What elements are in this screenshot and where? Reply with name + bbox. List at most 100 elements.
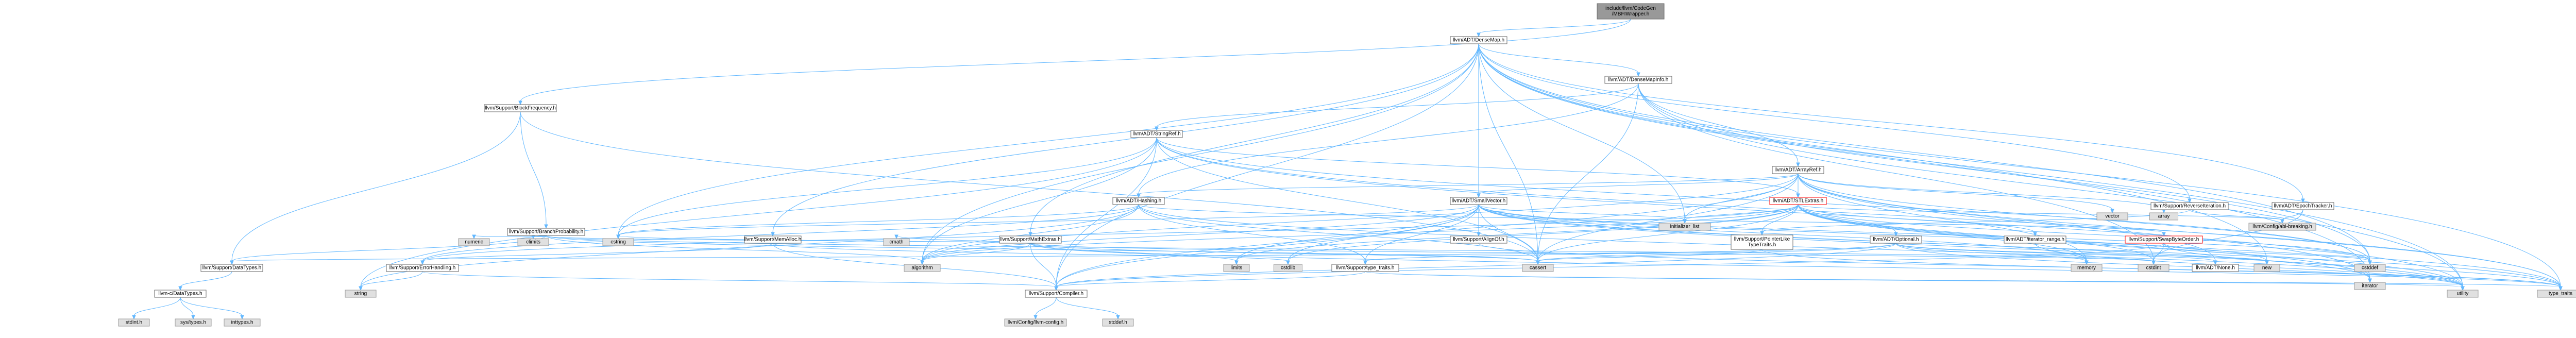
edge-arrowhead — [1760, 231, 1764, 236]
node-label: llvm/Support/SwapByteOrder.h — [2129, 237, 2199, 243]
node-cstring[interactable]: cstring — [602, 238, 634, 246]
node-stdint[interactable]: stdint.h — [118, 318, 150, 327]
edge-arrowhead — [2213, 260, 2217, 265]
node-root[interactable]: include/llvm/CodeGen/MBFIWrapper.h — [1597, 3, 1665, 20]
node-label: initializer_list — [1670, 224, 1700, 230]
edge-arrowhead — [230, 260, 234, 265]
edge-line — [1365, 271, 2463, 288]
edge-arrowhead — [2461, 286, 2465, 291]
edge-arrowhead — [2558, 286, 2563, 291]
edge-line — [1761, 204, 1799, 232]
node-systypes[interactable]: sys/types.h — [175, 318, 212, 327]
node-box — [2071, 264, 2103, 272]
node-none[interactable]: llvm/ADT/None.h — [2192, 264, 2239, 272]
edge-line — [1798, 173, 2113, 210]
node-cdatatypes[interactable]: llvm-c/DataTypes.h — [154, 290, 207, 298]
node-compiler[interactable]: llvm/Support/Compiler.h — [1025, 290, 1088, 298]
node-string[interactable]: string — [345, 290, 377, 298]
node-label: cstddef — [2362, 265, 2378, 271]
node-array[interactable]: array — [2149, 212, 2178, 221]
node-blockfreq[interactable]: llvm/Support/BlockFrequency.h — [484, 104, 557, 112]
node-swapbyte[interactable]: llvm/Support/SwapByteOrder.h — [2125, 235, 2203, 244]
node-stlextras[interactable]: llvm/ADT/STLExtras.h — [1769, 197, 1827, 205]
node-reverseiter[interactable]: llvm/Support/ReverseIteration.h — [2150, 202, 2229, 210]
node-epochtracker[interactable]: llvm/ADT/EpochTracker.h — [2272, 202, 2334, 210]
node-iterator[interactable]: iterator — [2354, 282, 2386, 290]
edge-line — [922, 204, 1799, 262]
node-initlist[interactable]: initializer_list — [1658, 223, 1711, 231]
node-algorithm[interactable]: algorithm — [904, 264, 941, 272]
node-stringref[interactable]: llvm/ADT/StringRef.h — [1130, 130, 1183, 138]
node-typetraits[interactable]: llvm/Support/type_traits.h — [1331, 264, 1399, 272]
node-smallvector[interactable]: llvm/ADT/SmallVector.h — [1450, 197, 1507, 205]
edge-swapbyte-to-compiler — [1054, 243, 2164, 291]
node-mathextras[interactable]: llvm/Support/MathExtras.h — [999, 235, 1062, 244]
edge-line — [922, 243, 1031, 262]
node-box — [386, 264, 459, 272]
node-climits[interactable]: climits — [517, 238, 549, 246]
node-utility[interactable]: utility — [2447, 290, 2479, 298]
node-numeric[interactable]: numeric — [458, 238, 490, 246]
node-box — [1130, 130, 1183, 138]
edge-arrowhead — [2368, 278, 2372, 283]
node-aligntof[interactable]: llvm/Support/AlignOf.h — [1450, 235, 1507, 244]
node-box — [2138, 264, 2170, 272]
edge-epochtracker-to-abibreaking — [2280, 209, 2303, 224]
node-label: llvm/ADT/STLExtras.h — [1773, 198, 1823, 204]
node-inttypes[interactable]: inttypes.h — [224, 318, 261, 327]
edge-stlextras-to-initlist — [1683, 204, 1799, 224]
node-cstddef[interactable]: cstddef — [2354, 264, 2386, 272]
edge-arrowhead — [1155, 126, 1159, 131]
node-box — [1112, 197, 1165, 205]
edge-line — [618, 204, 1479, 236]
node-arrayref[interactable]: llvm/ADT/ArrayRef.h — [1772, 166, 1824, 174]
node-errorhandling[interactable]: llvm/Support/ErrorHandling.h — [386, 264, 459, 272]
node-label: llvm/Support/BlockFrequency.h — [485, 106, 556, 111]
edge-line — [1684, 204, 1799, 221]
edge-arrowhead — [472, 234, 476, 240]
edge-line — [1365, 243, 1896, 262]
edge-arrayref-to-vector — [1798, 173, 2114, 214]
node-new[interactable]: new — [2253, 264, 2280, 272]
node-llvmconfig[interactable]: llvm/Config/llvm-config.h — [1004, 318, 1067, 327]
node-typetraitsstd[interactable]: type_traits — [2537, 290, 2576, 298]
edge-mathextras-to-algorithm — [920, 243, 1031, 265]
node-optional[interactable]: llvm/ADT/Optional.h — [1870, 235, 1922, 244]
node-densemapinfo[interactable]: llvm/ADT/DenseMapInfo.h — [1604, 76, 1672, 84]
node-iterrange[interactable]: llvm/ADT/iterator_range.h — [2004, 235, 2066, 244]
node-branchprob[interactable]: llvm/Support/BranchProbability.h — [507, 228, 585, 236]
edge-densemap-to-initlist — [1478, 43, 1687, 224]
edge-line — [546, 235, 2154, 262]
node-label: cstring — [611, 240, 625, 245]
edge-arrowhead — [1033, 315, 1038, 320]
node-stddef[interactable]: stddef.h — [1102, 318, 1134, 327]
node-label: llvm/Support/Compiler.h — [1029, 291, 1083, 297]
node-cstdint[interactable]: cstdint — [2138, 264, 2170, 272]
node-datatypes[interactable]: llvm/Support/DataTypes.h — [200, 264, 263, 272]
node-densemap[interactable]: llvm/ADT/DenseMap.h — [1450, 36, 1507, 44]
edge-line — [422, 204, 1139, 262]
node-vector[interactable]: vector — [2096, 212, 2128, 221]
edge-densemapinfo-to-arrayref — [1638, 83, 1800, 167]
node-memory[interactable]: memory — [2071, 264, 2103, 272]
node-abibreaking[interactable]: llvm/Config/abi-breaking.h — [2248, 223, 2316, 231]
node-label: llvm/Support/MemAlloc.h — [744, 237, 802, 243]
edge-arrowhead — [191, 315, 195, 320]
node-cstdlib[interactable]: cstdlib — [1274, 264, 1302, 272]
edge-line — [520, 111, 1538, 262]
edge-arrowhead — [1477, 193, 1481, 198]
node-label: new — [2262, 265, 2272, 271]
node-cassert[interactable]: cassert — [1522, 264, 1554, 272]
edge-line — [231, 111, 521, 262]
node-memalloc[interactable]: llvm/Support/MemAlloc.h — [744, 235, 802, 244]
edge-arrowhead — [132, 315, 136, 320]
edge-line — [1478, 43, 1639, 74]
node-label: llvm/Support/type_traits.h — [1336, 265, 1395, 271]
node-cmath[interactable]: cmath — [883, 238, 910, 246]
node-bit[interactable]: limits — [1223, 264, 1250, 272]
node-hashing[interactable]: llvm/ADT/Hashing.h — [1112, 197, 1165, 205]
node-label: llvm/ADT/EpochTracker.h — [2274, 204, 2332, 209]
edge-optional-to-none — [1895, 243, 2217, 265]
node-box — [2248, 223, 2316, 231]
